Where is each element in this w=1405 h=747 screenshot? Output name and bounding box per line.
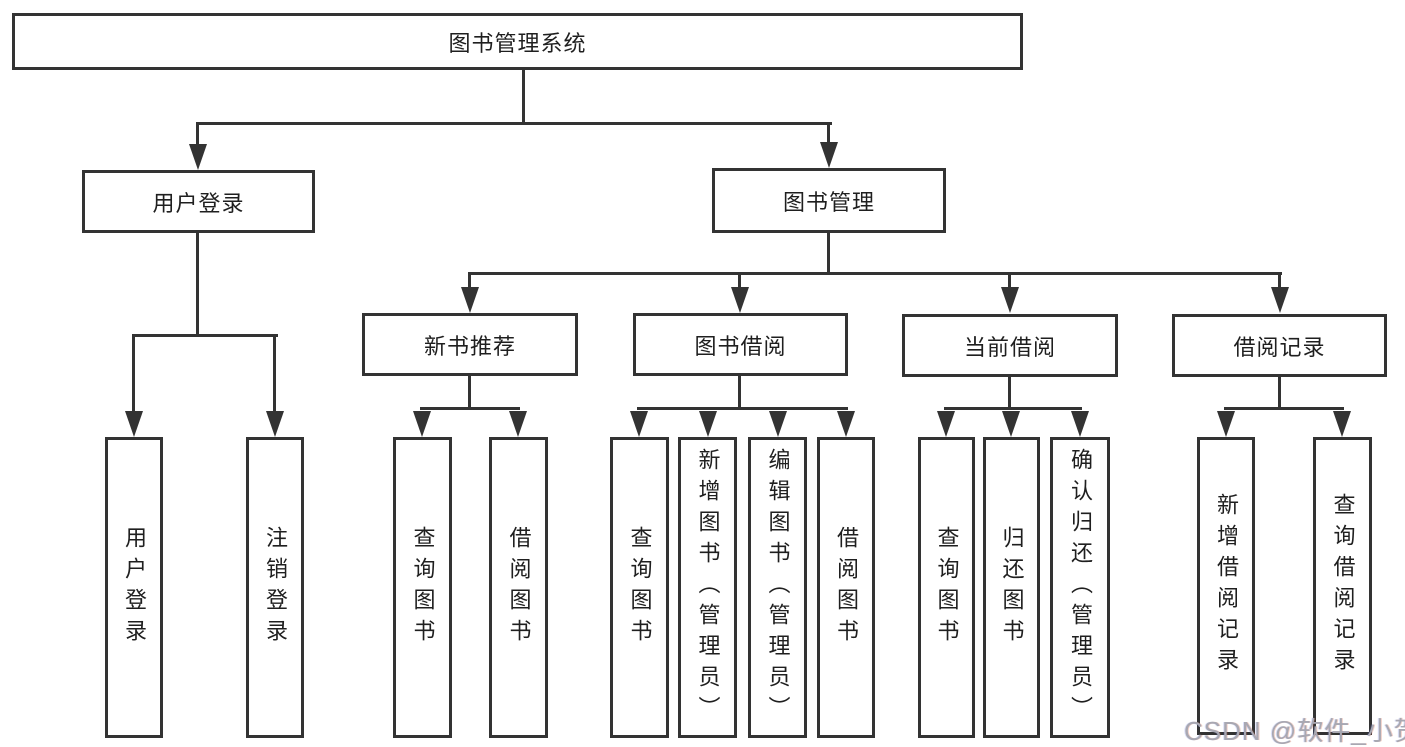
leaf-bb-add-books-admin-label: 新增图书（管理员） xyxy=(695,448,721,727)
arrow-down-icon-cb-return xyxy=(1002,411,1020,437)
connector-stub-borrow-records xyxy=(1278,272,1281,289)
connector-stub-current-borrow xyxy=(1008,272,1011,289)
connector-new-book-drop xyxy=(468,376,471,410)
arrow-down-icon-current-borrow xyxy=(1001,287,1019,313)
connector-borrow-records-drop xyxy=(1278,377,1281,410)
leaf-cb-query-books-label: 查询图书 xyxy=(934,525,960,650)
node-book-management-label: 图书管理 xyxy=(782,189,875,215)
leaf-nb-query-books: 查询图书 xyxy=(393,437,452,738)
arrow-down-icon-user-login xyxy=(189,144,207,170)
leaf-br-query-record-label: 查询借阅记录 xyxy=(1330,493,1356,679)
leaf-logout: 注销登录 xyxy=(246,437,304,738)
leaf-cb-query-books: 查询图书 xyxy=(918,437,975,738)
leaf-logout-label: 注销登录 xyxy=(263,525,288,650)
arrow-down-icon-bb-edit xyxy=(769,411,787,437)
connector-user-login-drop xyxy=(196,233,199,337)
connector-stub-new-book xyxy=(468,272,471,289)
leaf-bb-query-books: 查询图书 xyxy=(610,437,669,738)
arrow-down-icon-bb-query xyxy=(630,411,648,437)
leaf-bb-edit-books-admin: 编辑图书（管理员） xyxy=(748,437,807,738)
leaf-nb-query-books-label: 查询图书 xyxy=(410,525,436,650)
leaf-bb-borrow-books: 借阅图书 xyxy=(817,437,875,738)
leaf-user-login: 用户登录 xyxy=(105,437,163,738)
arrow-down-icon-book-borrow xyxy=(731,287,749,313)
leaf-nb-borrow-books: 借阅图书 xyxy=(489,437,548,738)
connector-current-borrow-rail xyxy=(944,407,1082,410)
node-current-borrowing-label: 当前借阅 xyxy=(963,334,1056,360)
connector-stub-leaf-logout xyxy=(273,334,276,411)
connector-book-management-drop xyxy=(827,233,830,275)
leaf-br-add-record-label: 新增借阅记录 xyxy=(1214,493,1239,679)
leaf-br-add-record: 新增借阅记录 xyxy=(1197,437,1255,735)
connector-book-borrow-rail xyxy=(637,407,848,410)
leaf-nb-borrow-books-label: 借阅图书 xyxy=(506,525,532,650)
arrow-down-icon-leaf-login xyxy=(125,411,143,437)
leaf-bb-query-books-label: 查询图书 xyxy=(627,525,653,650)
connector-book-borrow-drop xyxy=(738,376,741,410)
csdn-watermark: CSDN @软件_小贺同学 xyxy=(1184,716,1405,746)
arrow-down-icon-book-management xyxy=(820,142,838,168)
arrow-down-icon-bb-borrow xyxy=(837,411,855,437)
node-new-book-recommend-label: 新书推荐 xyxy=(423,333,516,359)
node-book-borrowing-label: 图书借阅 xyxy=(694,333,787,359)
arrow-down-icon-br-add xyxy=(1217,411,1235,437)
connector-root-drop xyxy=(522,70,525,124)
arrow-down-icon-cb-confirm xyxy=(1071,411,1089,437)
leaf-bb-borrow-books-label: 借阅图书 xyxy=(834,525,859,650)
leaf-bb-edit-books-admin-label: 编辑图书（管理员） xyxy=(765,448,791,727)
node-user-login: 用户登录 xyxy=(82,170,315,233)
connector-stub-book-management xyxy=(827,122,830,144)
connector-stub-user-login xyxy=(196,122,199,146)
arrow-down-icon-borrow-records xyxy=(1271,287,1289,313)
arrow-down-icon-nb-query xyxy=(413,411,431,437)
leaf-user-login-label: 用户登录 xyxy=(122,525,147,650)
connector-new-book-rail xyxy=(420,407,520,410)
leaf-cb-return-books: 归还图书 xyxy=(983,437,1040,738)
node-borrow-records-label: 借阅记录 xyxy=(1233,334,1326,360)
node-current-borrowing: 当前借阅 xyxy=(902,314,1118,377)
arrow-down-icon-br-query xyxy=(1333,411,1351,437)
arrow-down-icon-leaf-logout xyxy=(266,411,284,437)
leaf-cb-return-books-label: 归还图书 xyxy=(999,525,1025,650)
leaf-bb-add-books-admin: 新增图书（管理员） xyxy=(678,437,737,738)
connector-level3-rail xyxy=(468,272,1282,275)
arrow-down-icon-cb-query xyxy=(937,411,955,437)
node-user-login-label: 用户登录 xyxy=(152,190,245,216)
node-library-system: 图书管理系统 xyxy=(12,13,1023,70)
connector-current-borrow-drop xyxy=(1008,377,1011,410)
node-new-book-recommend: 新书推荐 xyxy=(362,313,578,376)
connector-stub-leaf-login xyxy=(132,334,135,411)
connector-borrow-records-rail xyxy=(1224,407,1344,410)
node-book-management: 图书管理 xyxy=(712,168,946,233)
arrow-down-icon-bb-add xyxy=(699,411,717,437)
connector-stub-book-borrow xyxy=(738,272,741,289)
connector-user-login-rail xyxy=(132,334,278,337)
leaf-cb-confirm-return-admin-label: 确认归还（管理员） xyxy=(1068,448,1093,727)
node-book-borrowing: 图书借阅 xyxy=(633,313,848,376)
leaf-br-query-record: 查询借阅记录 xyxy=(1313,437,1372,735)
arrow-down-icon-new-book xyxy=(461,287,479,313)
node-borrow-records: 借阅记录 xyxy=(1172,314,1387,377)
node-library-system-label: 图书管理系统 xyxy=(448,30,587,56)
connector-level2-rail xyxy=(196,122,832,125)
arrow-down-icon-nb-borrow xyxy=(509,411,527,437)
leaf-cb-confirm-return-admin: 确认归还（管理员） xyxy=(1050,437,1110,738)
